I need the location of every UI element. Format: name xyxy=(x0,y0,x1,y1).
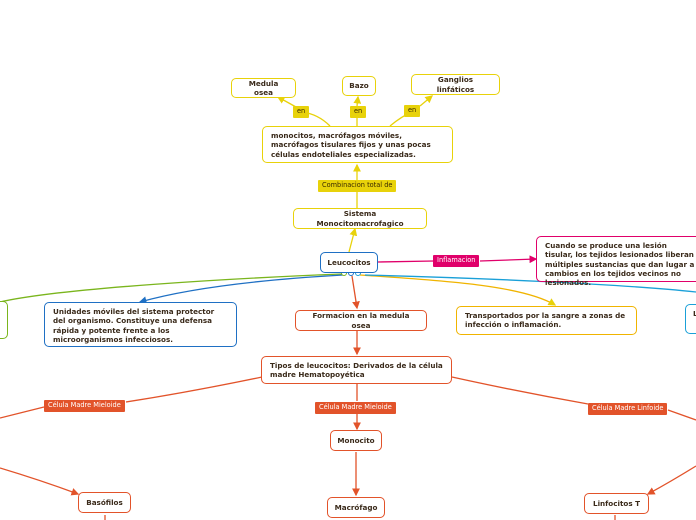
node-inflamacion-descripcion[interactable]: Cuando se produce una lesión tisular, lo… xyxy=(536,236,696,287)
connector-right-linfocitos xyxy=(646,465,696,495)
connector-mieloide-left-out xyxy=(0,406,45,419)
node-label: Unidades móviles del sistema protector d… xyxy=(53,307,215,345)
connector-en3-ganglios xyxy=(419,95,433,107)
connector-en2-bazo xyxy=(353,95,362,107)
node-label: Sistema Monocitomacrofagico xyxy=(316,209,404,228)
connector-inflamacion-desc xyxy=(479,255,538,264)
node-label: Transportados por la sangre a zonas de i… xyxy=(465,311,626,330)
connector-leucocitos-left-green xyxy=(0,273,343,303)
node-label: L xyxy=(693,309,696,318)
tag-celula-madre-linfoide[interactable]: Célula Madre Linfoide xyxy=(588,403,668,415)
node-basofilos[interactable]: Basófilos xyxy=(78,492,131,513)
tag-celula-madre-mieloide[interactable]: Célula Madre Mieloide xyxy=(44,400,125,412)
node-formacion-medula-osea[interactable]: Formacion en la medula osea xyxy=(295,310,427,331)
node-label: Monocito xyxy=(337,435,375,445)
connector-linfoide-out xyxy=(667,409,696,421)
connector-leucocitos-sistema xyxy=(348,227,358,253)
node-monocito[interactable]: Monocito xyxy=(330,430,382,451)
node-label: Linfocitos T xyxy=(593,498,641,508)
connector-leucocitos-transportados xyxy=(359,274,557,306)
node-leucocitos[interactable]: Leucocitos xyxy=(320,252,378,273)
tag-combinacion-total[interactable]: Combinacion total de xyxy=(318,180,397,192)
node-label: Ganglios linfáticos xyxy=(436,75,475,94)
connector-leucocitos-unidades xyxy=(138,274,344,304)
node-label: Cuando se produce una lesión tisular, lo… xyxy=(545,241,695,288)
connector-tipos-mieloide-left xyxy=(125,376,263,403)
node-linfocitos-t[interactable]: Linfocitos T xyxy=(584,493,649,514)
node-label: Macrófago xyxy=(334,502,378,512)
tag-en[interactable]: en xyxy=(350,106,367,118)
tag-inflamacion[interactable]: Inflamacion xyxy=(433,255,480,267)
connector-leucocitos-inflamacion xyxy=(377,260,435,263)
node-monocitos-macrofagos[interactable]: monocitos, macrófagos móviles, macrófago… xyxy=(262,126,453,163)
node-macrofago[interactable]: Macrófago xyxy=(327,497,385,518)
node-label: Tipos de leucocitos: Derivados de la cél… xyxy=(270,361,443,380)
connector-left-basofilos xyxy=(0,467,80,496)
node-ganglios-linfaticos[interactable]: Ganglios linfáticos xyxy=(411,74,500,95)
tag-en[interactable]: en xyxy=(404,105,421,117)
connector-en1-medula xyxy=(276,96,297,108)
node-label: Basófilos xyxy=(86,497,123,507)
node-bazo[interactable]: Bazo xyxy=(342,76,376,96)
node-transportados[interactable]: Transportados por la sangre a zonas de i… xyxy=(456,306,637,335)
tag-en[interactable]: en xyxy=(293,106,310,118)
node-sistema-monocitomacrofagico[interactable]: Sistema Monocitomacrofagico xyxy=(293,208,427,229)
node-left-green-partial[interactable] xyxy=(0,301,8,339)
node-medula-osea[interactable]: Medula osea xyxy=(231,78,296,98)
node-label: Formacion en la medula osea xyxy=(312,311,410,330)
node-label: Bazo xyxy=(349,81,369,91)
connector-leucocitos-formacion xyxy=(351,275,360,310)
node-label: Leucocitos xyxy=(327,257,371,267)
node-right-sky-partial[interactable]: L xyxy=(685,304,696,334)
node-label: Medula osea xyxy=(248,78,279,97)
connector-tipos-linfoide xyxy=(451,376,589,405)
node-unidades-moviles[interactable]: Unidades móviles del sistema protector d… xyxy=(44,302,237,347)
node-label: monocitos, macrófagos móviles, macrófago… xyxy=(271,131,431,159)
node-tipos-de-leucocitos[interactable]: Tipos de leucocitos: Derivados de la cél… xyxy=(261,356,452,384)
tag-celula-madre-mieloide[interactable]: Célula Madre Mieloide xyxy=(315,402,396,414)
